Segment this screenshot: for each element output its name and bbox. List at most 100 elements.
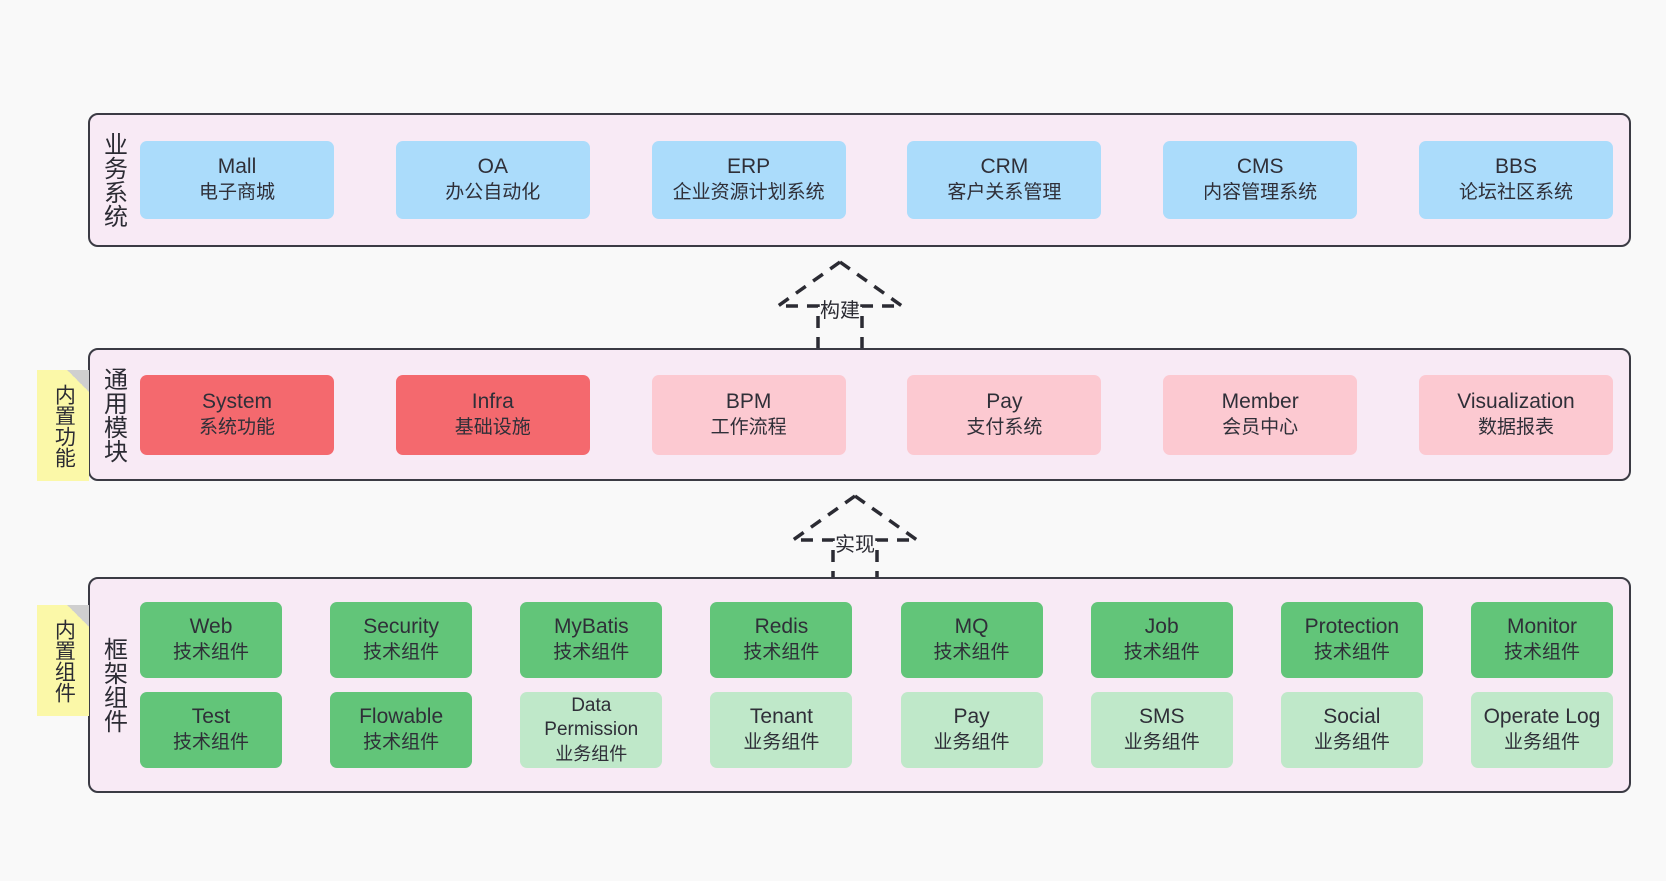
card-pay-component[interactable]: Pay 业务组件 [900,692,1043,768]
card-pay-component-desc: 业务组件 [933,732,1010,754]
layer-modules-body: System 系统功能 Infra 基础设施 BPM 工作流程 Pay 支付系统… [134,350,1629,479]
layer-business-title: 业务系统 [99,132,127,228]
card-mq[interactable]: MQ 技术组件 [900,602,1043,678]
framework-tech-row: Web 技术组件 Security 技术组件 MyBatis 技术组件 Redi… [140,602,1613,678]
card-protection[interactable]: Protection 技术组件 [1280,602,1423,678]
arrow-build-label: 构建 [820,300,860,322]
card-monitor[interactable]: Monitor 技术组件 [1470,602,1613,678]
card-cms-name: CMS [1236,155,1284,179]
card-job-name: Job [1144,615,1179,639]
card-mybatis-name: MyBatis [553,615,629,639]
card-erp[interactable]: ERP 企业资源计划系统 [651,141,846,219]
card-bpm-name: BPM [725,389,772,413]
card-flowable[interactable]: Flowable 技术组件 [330,692,473,768]
card-monitor-desc: 技术组件 [1503,642,1580,664]
card-member-desc: 会员中心 [1222,416,1299,438]
card-web-name: Web [189,615,233,639]
card-mq-desc: 技术组件 [933,642,1010,664]
card-test-name: Test [191,705,231,729]
card-cms-desc: 内容管理系统 [1203,182,1318,204]
card-bpm-desc: 工作流程 [710,416,787,438]
card-infra-desc: 基础设施 [454,416,531,438]
card-data-permission-desc: 业务组件 [555,743,628,764]
card-oa-desc: 办公自动化 [445,182,541,204]
card-oa[interactable]: OA 办公自动化 [395,141,590,219]
card-member[interactable]: Member 会员中心 [1163,374,1358,455]
card-sms[interactable]: SMS 业务组件 [1090,692,1233,768]
layer-framework-components: 框架组件 Web 技术组件 Security 技术组件 MyBatis 技术组件… [88,577,1631,793]
card-protection-name: Protection [1304,615,1400,639]
card-visualization-name: Visualization [1457,389,1575,413]
card-operate-log-name: Operate Log [1483,705,1601,729]
card-infra[interactable]: Infra 基础设施 [395,374,590,455]
card-visualization-desc: 数据报表 [1477,416,1554,438]
card-crm-name: CRM [980,155,1029,179]
card-system-desc: 系统功能 [198,416,275,438]
card-mall-desc: 电子商城 [198,182,275,204]
card-infra-name: Infra [471,389,514,413]
card-mall-name: Mall [217,155,257,179]
note-builtin-function: 内置功能 [37,370,89,481]
card-operate-log-desc: 业务组件 [1503,732,1580,754]
card-test-desc: 技术组件 [172,732,249,754]
card-sms-desc: 业务组件 [1123,732,1200,754]
card-bpm[interactable]: BPM 工作流程 [651,374,846,455]
card-pay-module-desc: 支付系统 [966,416,1043,438]
card-flowable-desc: 技术组件 [363,732,440,754]
card-crm-desc: 客户关系管理 [947,182,1062,204]
arrow-implement: 实现 [775,490,935,586]
card-pay-component-name: Pay [953,705,990,729]
card-tenant[interactable]: Tenant 业务组件 [710,692,853,768]
note-builtin-component-label: 内置组件 [52,618,76,703]
card-monitor-name: Monitor [1506,615,1577,639]
card-bbs-name: BBS [1494,155,1537,179]
layer-framework-title: 框架组件 [99,637,127,733]
arrow-implement-label: 实现 [835,534,875,556]
card-data-permission-name: Data Permission [544,695,639,741]
card-redis[interactable]: Redis 技术组件 [710,602,853,678]
card-protection-desc: 技术组件 [1313,642,1390,664]
layer-common-modules: 通用模块 System 系统功能 Infra 基础设施 BPM 工作流程 Pay… [88,348,1631,481]
card-security-desc: 技术组件 [363,642,440,664]
business-card-row: Mall 电子商城 OA 办公自动化 ERP 企业资源计划系统 CRM 客户关系… [140,141,1613,219]
modules-card-row: System 系统功能 Infra 基础设施 BPM 工作流程 Pay 支付系统… [140,374,1613,455]
card-pay-module[interactable]: Pay 支付系统 [907,374,1102,455]
card-mybatis-desc: 技术组件 [553,642,630,664]
card-flowable-name: Flowable [359,705,444,729]
card-mq-name: MQ [954,615,989,639]
card-member-name: Member [1221,389,1299,413]
card-job[interactable]: Job 技术组件 [1090,602,1233,678]
card-sms-name: SMS [1138,705,1185,729]
card-bbs[interactable]: BBS 论坛社区系统 [1418,141,1613,219]
card-redis-desc: 技术组件 [743,642,820,664]
layer-modules-title: 通用模块 [99,366,127,463]
card-erp-desc: 企业资源计划系统 [672,182,825,204]
card-redis-name: Redis [754,615,809,639]
card-oa-name: OA [477,155,508,179]
card-bbs-desc: 论坛社区系统 [1458,182,1573,204]
card-mall[interactable]: Mall 电子商城 [140,141,334,219]
card-security[interactable]: Security 技术组件 [330,602,473,678]
note-builtin-component: 内置组件 [37,605,89,716]
card-data-permission[interactable]: Data Permission 业务组件 [520,692,663,768]
card-operate-log[interactable]: Operate Log 业务组件 [1470,692,1613,768]
note-builtin-function-label: 内置功能 [52,383,76,468]
card-tenant-desc: 业务组件 [743,732,820,754]
card-system[interactable]: System 系统功能 [140,374,334,455]
card-pay-module-name: Pay [986,389,1023,413]
arrow-build: 构建 [760,256,920,352]
framework-biz-row: Test 技术组件 Flowable 技术组件 Data Permission … [140,692,1613,768]
card-web[interactable]: Web 技术组件 [140,602,282,678]
card-social-desc: 业务组件 [1313,732,1390,754]
card-mybatis[interactable]: MyBatis 技术组件 [520,602,663,678]
card-visualization[interactable]: Visualization 数据报表 [1418,374,1613,455]
card-system-name: System [201,389,272,413]
card-social-name: Social [1323,705,1381,729]
card-cms[interactable]: CMS 内容管理系统 [1163,141,1358,219]
card-security-name: Security [363,615,440,639]
card-social[interactable]: Social 业务组件 [1280,692,1423,768]
card-test[interactable]: Test 技术组件 [140,692,282,768]
card-crm[interactable]: CRM 客户关系管理 [907,141,1102,219]
card-tenant-name: Tenant [749,705,813,729]
